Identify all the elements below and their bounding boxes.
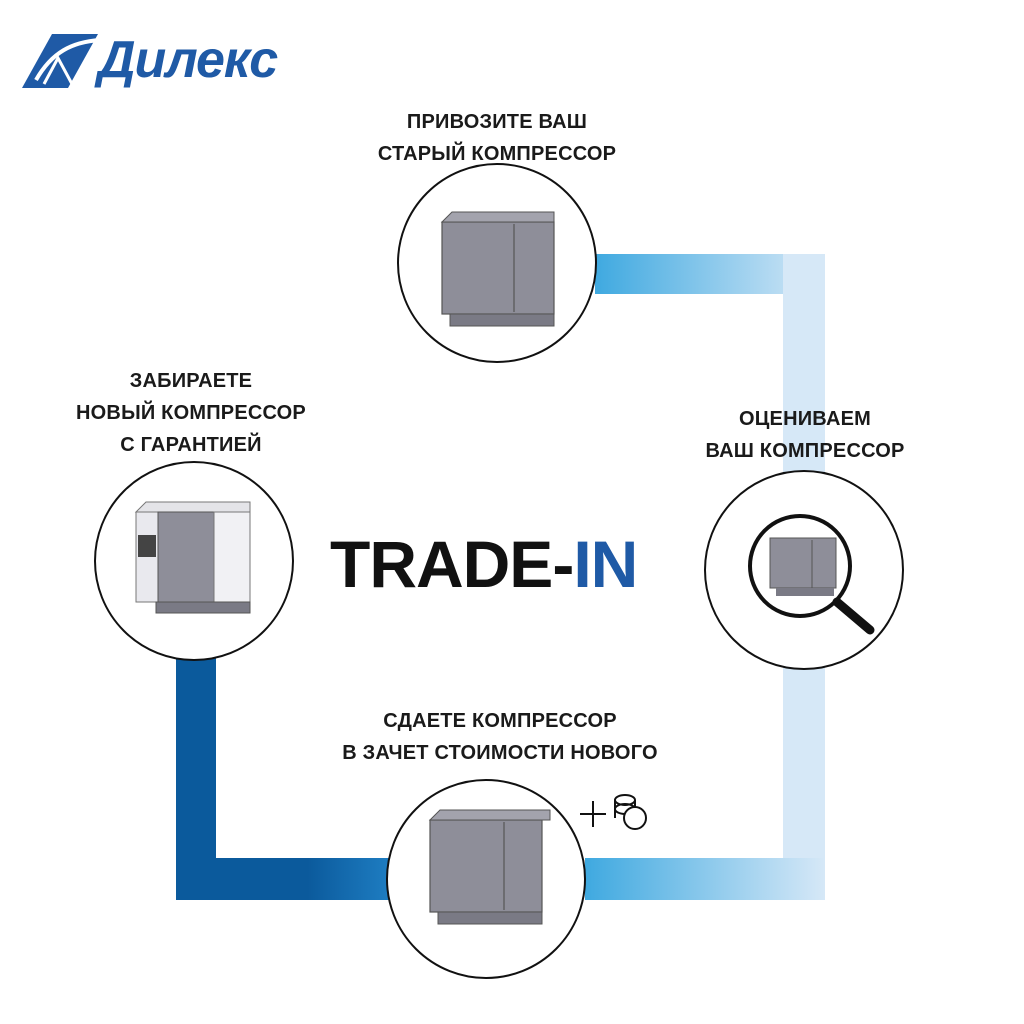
brand-logo-icon	[22, 34, 101, 88]
trade-in-title: TRADE-IN	[330, 526, 638, 602]
step-4-line-2: НОВЫЙ КОМПРЕССОР	[76, 402, 306, 424]
step-take-new	[94, 461, 294, 661]
step-1-caption: ПРИВОЗИТЕ ВАШ СТАРЫЙ КОМПРЕССОР	[342, 106, 652, 170]
step-4-line-1: ЗАБИРАЕТЕ	[129, 370, 253, 392]
magnifier-compressor-icon	[748, 514, 875, 635]
plus-coins-icon	[580, 794, 647, 830]
step-trade	[386, 779, 647, 979]
step-4-caption: ЗАБИРАЕТЕ НОВЫЙ КОМПРЕССОР С ГАРАНТИЕЙ	[46, 365, 336, 461]
step-1-line-1: ПРИВОЗИТЕ ВАШ	[406, 111, 588, 133]
loop-segment-bottom-right	[585, 858, 825, 900]
brand-name: Дилекс	[98, 31, 278, 89]
step-3-line-1: СДАЕТЕ КОМПРЕССОР	[383, 710, 617, 732]
loop-segment-left	[176, 640, 216, 900]
old-compressor-icon	[440, 211, 555, 327]
step-2-caption: ОЦЕНИВАЕМ ВАШ КОМПРЕССОР	[660, 403, 950, 467]
compressor-coins-icon	[428, 809, 551, 925]
title-main: TRADE-	[330, 527, 574, 601]
step-3-line-2: В ЗАЧЕТ СТОИМОСТИ НОВОГО	[342, 742, 658, 764]
step-2-line-1: ОЦЕНИВАЕМ	[738, 408, 871, 430]
step-3-caption: СДАЕТЕ КОМПРЕССОР В ЗАЧЕТ СТОИМОСТИ НОВО…	[300, 705, 700, 769]
new-compressor-icon	[134, 501, 251, 614]
loop-segment-bottom-left	[176, 858, 395, 900]
title-accent: IN	[573, 527, 638, 601]
step-2-line-2: ВАШ КОМПРЕССОР	[705, 440, 905, 462]
step-1-line-2: СТАРЫЙ КОМПРЕССОР	[377, 143, 617, 165]
step-bring-old	[397, 163, 597, 363]
step-evaluate	[704, 470, 904, 670]
step-4-line-3: С ГАРАНТИЕЙ	[120, 434, 262, 456]
